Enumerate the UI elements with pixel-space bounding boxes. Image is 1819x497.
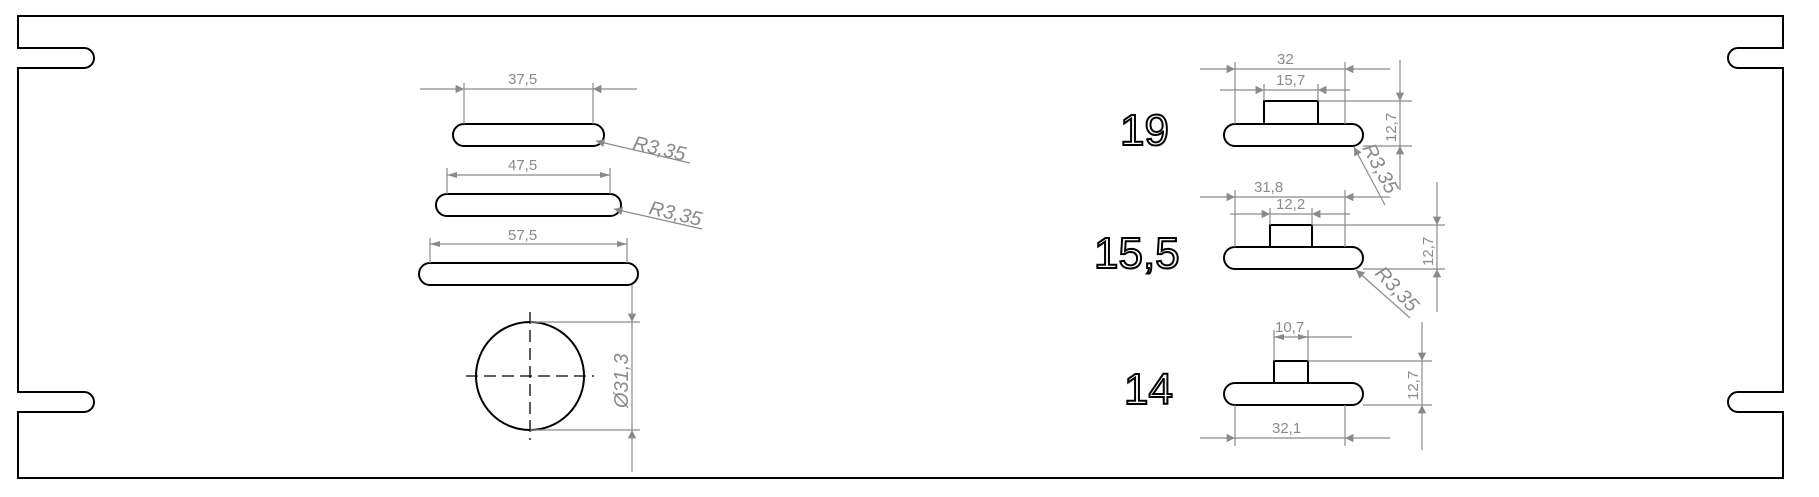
row19-tab-label: 15,7	[1276, 72, 1305, 89]
row19-size-label: 19	[1120, 106, 1169, 155]
slot2-radius-label: R3,35	[647, 197, 705, 231]
row19-radius-label: R3,35	[1358, 140, 1403, 198]
row19-height-label: 12,7	[1383, 113, 1400, 142]
slot-47-5: 47,5 R3,35	[435, 157, 705, 231]
row14-tab-label: 10,7	[1275, 319, 1304, 336]
cutout-row-15-5: 15,5 31,8 12,2 12,7 R3,35	[1093, 179, 1445, 319]
panel-outline	[17, 15, 1784, 479]
hole-diameter-label: Ø31,3	[611, 354, 633, 409]
cutout-row-14: 14 10,7 32,1 12,7	[1123, 319, 1432, 450]
row155-size-label: 15,5	[1094, 229, 1180, 278]
slot-57-5: 57,5	[418, 227, 639, 286]
slot2-width-label: 47,5	[508, 157, 537, 174]
slot3-width-label: 57,5	[508, 227, 537, 244]
row14-overall-label: 32,1	[1272, 420, 1301, 437]
slot1-radius-label: R3,35	[631, 132, 689, 166]
row14-height-label: 12,7	[1405, 371, 1422, 400]
slot1-width-label: 37,5	[508, 71, 537, 88]
row155-tab-label: 12,2	[1276, 196, 1305, 213]
row155-height-label: 12,7	[1420, 237, 1437, 266]
slot-37-5: 37,5 R3,35	[420, 71, 691, 166]
row155-overall-label: 31,8	[1254, 179, 1283, 196]
round-hole: Ø31,3	[466, 285, 640, 472]
row19-overall-label: 32	[1277, 51, 1294, 68]
row14-size-label: 14	[1124, 365, 1173, 414]
